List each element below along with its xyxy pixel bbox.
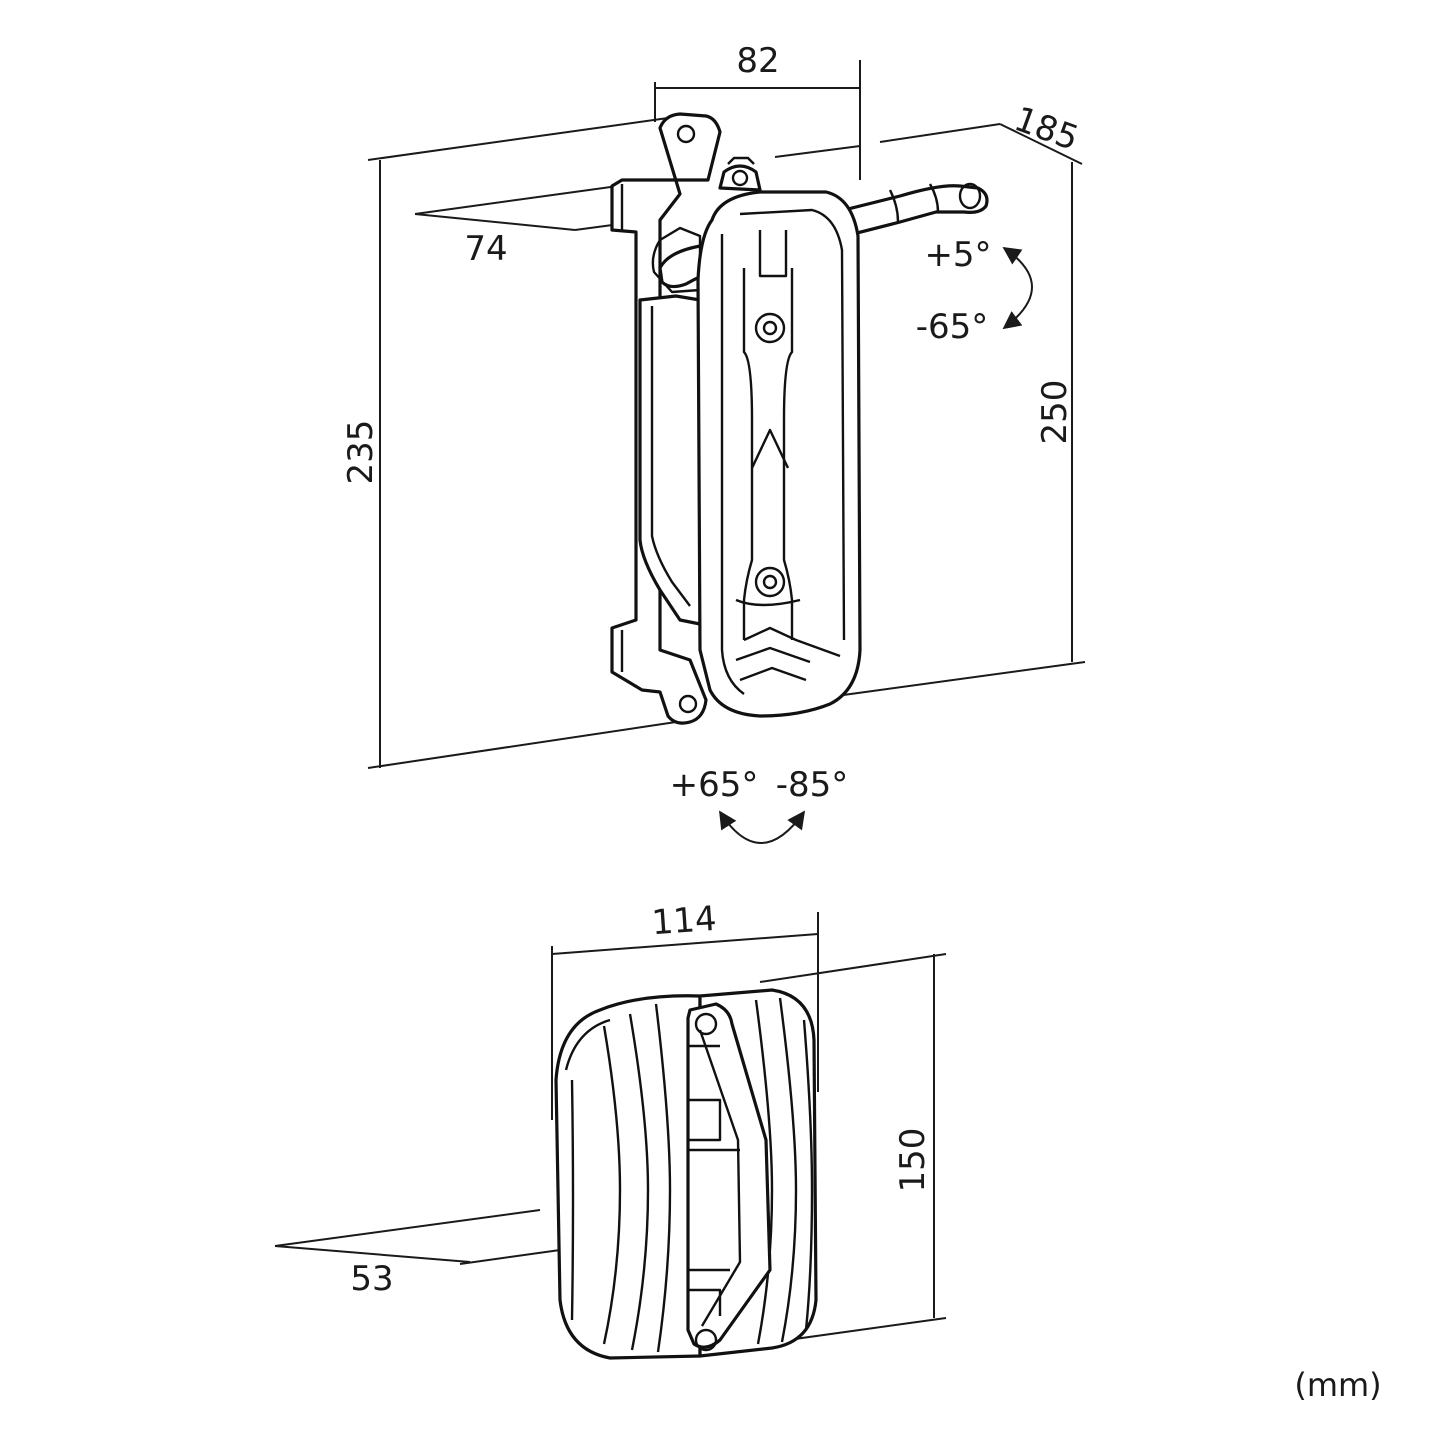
dim-depth-bottom: 53: [350, 1259, 393, 1299]
tilt-up-label: +5°: [924, 235, 991, 275]
unit-label: (mm): [1294, 1366, 1381, 1404]
tilt-knob: [718, 156, 762, 192]
dim-height-right: 250: [1035, 380, 1075, 445]
mount-side-view: 82 185 74 235 250 +5° -65° +65° -85°: [341, 41, 1086, 844]
dim-width-top: 82: [736, 41, 779, 81]
clamp-left-pad: [554, 994, 702, 1360]
tilt-arrow-icon: [1002, 246, 1033, 330]
dim-height-bottom: 150: [893, 1128, 933, 1193]
swivel-arrow-icon: [719, 810, 806, 844]
dim-height-left: 235: [341, 420, 381, 485]
tilt-down-label: -65°: [916, 307, 989, 347]
clamp-body: [696, 190, 862, 718]
clamp-front-view: 114 150 53: [274, 899, 947, 1360]
swivel-right-label: -85°: [776, 765, 849, 805]
dimension-lines-top: [367, 60, 1086, 769]
dim-width-bottom: 114: [650, 899, 718, 943]
clamp-center-bracket: [686, 1002, 772, 1352]
dim-offset: 74: [464, 229, 507, 269]
swivel-left-label: +65°: [670, 765, 759, 805]
dim-depth: 185: [1009, 99, 1084, 159]
